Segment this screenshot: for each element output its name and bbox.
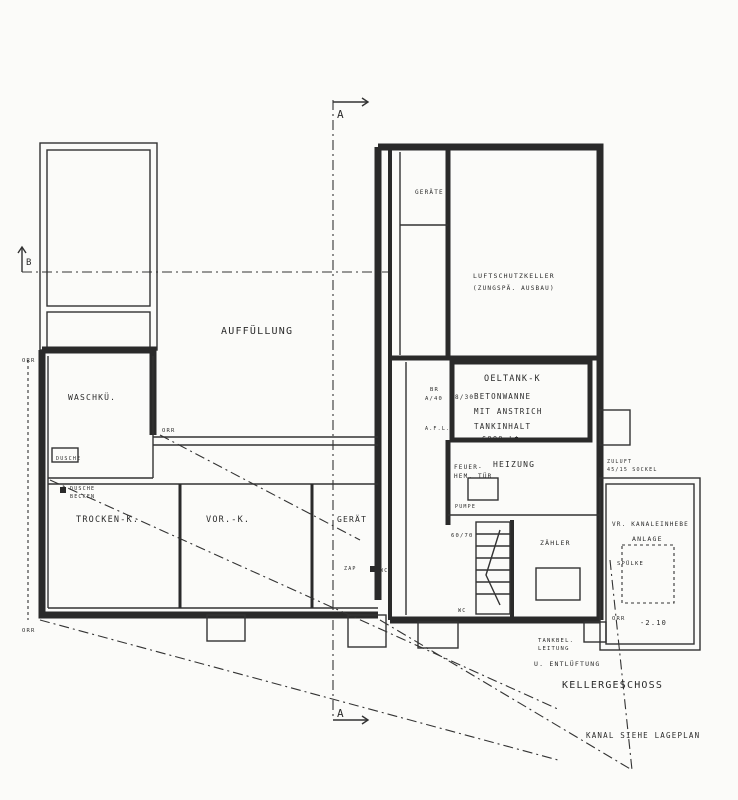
label-oiltank-4: TANKINHALT [474,422,531,431]
pipe-line-4 [379,619,633,771]
label-oiltank-3: MIT ANSTRICH [474,407,543,416]
label-level: -2.10 [640,619,667,627]
label-pump-1: VR. KANALEINHEBE [612,521,689,528]
label-washroom: WASCHKÜ. [68,392,116,402]
oiltank-walls [449,359,593,443]
note-br-size: A/40 [425,396,443,402]
light-well-left [206,614,246,642]
kanal-note: KANAL SIEHE LAGEPLAN [586,731,700,740]
stairs [475,521,511,615]
section-marker-top: A [337,108,345,121]
section-b-marker: B [26,258,33,268]
label-heating-note-2: HEM. TÜR [454,473,493,480]
label-oiltank-5: 6000 Lt. [482,435,525,443]
note-tank-1: TANKBEL. [538,638,574,644]
note-dim: 60/70 [451,533,474,539]
note-orr-2: ORR [22,628,36,634]
wc-symbol [370,566,376,572]
note-aufl: A.F.L. [425,426,450,432]
vent-box [599,409,631,446]
note-zap: ZAP [344,566,357,572]
label-shelter-1: LUFTSCHUTZKELLER [473,272,555,280]
label-pumpe: PUMPE [455,504,476,510]
label-geraete-small: GERÄTE [415,189,444,196]
meter-symbol [535,567,581,601]
pipe-line-1 [49,479,561,711]
note-dusche-becken-2: BECKEN [70,494,95,500]
note-orr-1: ORR [22,358,36,364]
annex-inner-lower [46,311,151,351]
note-zuluft-1: ZULUFT [607,459,632,465]
section-b-arrow-head [17,245,27,254]
note-entlueftung: U. ENTLÜFTUNG [534,659,600,668]
label-pump-2: ANLAGE [632,535,663,543]
note-orr-4: ORR [612,616,626,622]
section-arrow-bottom-head [361,715,370,725]
label-geraet: GERÄT [337,514,367,524]
pipe-line-5 [609,559,633,771]
pipe-line-2 [39,619,559,761]
note-orr-3: ORR [162,428,176,434]
annex-outline [39,142,158,351]
note-wc-1: WC [380,568,388,574]
pipe-line-3 [159,434,361,541]
label-oiltank-1: OELTANK-K [484,374,541,384]
boiler-symbol [467,477,499,501]
label-storage: VOR.-K. [206,515,250,525]
note-tank-2: LEITUNG [538,646,570,652]
label-spuelke: SPÜLKE [617,560,644,567]
note-br: BR [430,387,439,393]
pump-pit [621,544,675,604]
light-well-2 [583,621,607,643]
note-wc-2: WC [458,608,466,614]
label-meter: ZÄHLER [540,538,571,547]
label-fill-area: AUFFÜLLUNG [221,324,293,337]
light-well-1 [417,621,459,649]
section-arrow-top-head [361,97,370,107]
label-heating-note-1: FEUER- [454,464,483,471]
label-oiltank-2: BETONWANNE [474,392,531,401]
note-dusche-becken-1: DUSCHE [70,486,95,492]
drawing-title: KELLERGESCHOSS [562,680,663,691]
shower-symbol [51,447,79,463]
drain-symbol [60,487,66,493]
left-wing-outer [38,350,378,619]
note-dusche: DUSCHE [56,456,81,462]
section-marker-bottom: A [337,707,345,720]
label-shelter-2: (ZUNGSPÄ. AUSBAU) [473,285,555,292]
pump-annex-inner [605,483,695,645]
note-frac: 8/30 [455,394,474,401]
label-dryroom: TROCKEN-K. [76,515,139,525]
label-heating: HEIZUNG [493,460,535,469]
note-zuluft-2: 45/15 SOCKEL [607,467,658,473]
annex-inner-upper [46,149,151,307]
pump-annex-outer [599,477,701,651]
